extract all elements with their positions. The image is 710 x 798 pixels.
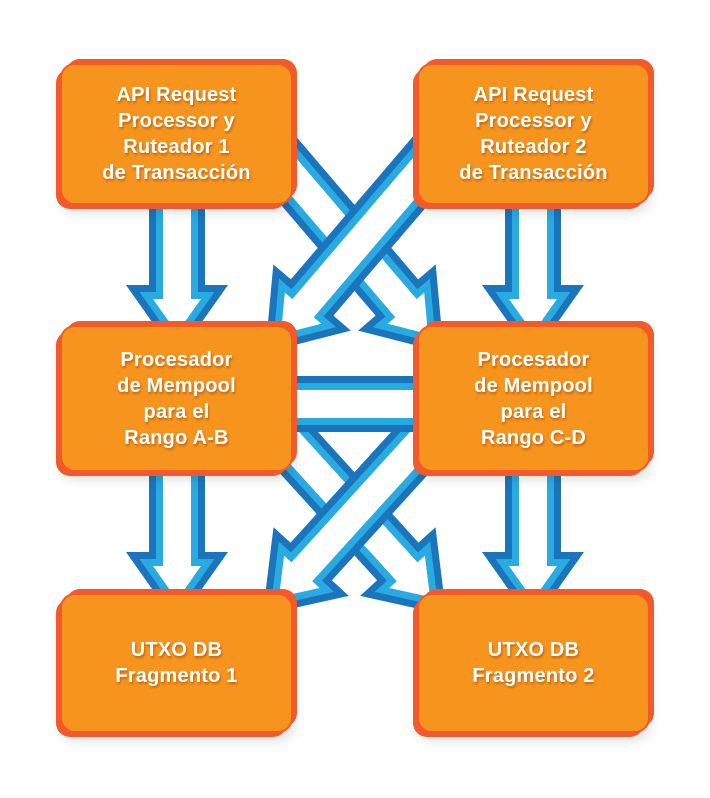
node-text-line: UTXO DB (130, 639, 223, 661)
node-text-line: Ruteador 2 (480, 136, 587, 158)
node-text-line: Fragmento 2 (472, 665, 595, 687)
node-text-line: para el (500, 400, 567, 423)
arrow-api2-to-mempool-cd (481, 171, 585, 358)
arrow-api1-to-mempool-ab (125, 171, 229, 358)
node-text-line: Ruteador 1 (123, 136, 230, 158)
node-text-line: de Transacción (102, 162, 251, 184)
node-text-line: Processor y (475, 110, 592, 132)
node-api-router-1: API Request Processor y Ruteador 1 de Tr… (60, 63, 293, 205)
node-api-router-2: API Request Processor y Ruteador 2 de Tr… (417, 63, 650, 205)
node-text-line: Processor y (118, 110, 235, 132)
arrow-mempool-ab-to-utxo1 (125, 436, 229, 625)
node-text-line: Procesador (120, 348, 233, 371)
node-text-line: Procesador (477, 348, 590, 371)
node-text-line: Rango C-D (480, 426, 587, 449)
node-mempool-a-b: Procesador de Mempool para el Rango A-B (60, 325, 293, 472)
node-text-line: UTXO DB (487, 639, 580, 661)
arrow-mempool-cd-to-utxo2 (481, 436, 585, 625)
node-utxo-shard-1: UTXO DB Fragmento 1 (60, 593, 293, 733)
node-utxo-shard-2: UTXO DB Fragmento 2 (417, 593, 650, 733)
node-text-line: para el (143, 400, 210, 423)
node-text-line: de Transacción (459, 162, 608, 184)
node-text-line: Rango A-B (124, 426, 229, 449)
node-mempool-c-d: Procesador de Mempool para el Rango C-D (417, 325, 650, 472)
arrow-mempool-ab-mempool-cd-link (269, 376, 440, 432)
node-text-line: Fragmento 1 (115, 665, 238, 687)
node-text-line: de Mempool (474, 374, 593, 397)
node-text-line: API Request (473, 84, 594, 106)
node-text-line: de Mempool (117, 374, 236, 397)
node-text-line: API Request (116, 84, 237, 106)
